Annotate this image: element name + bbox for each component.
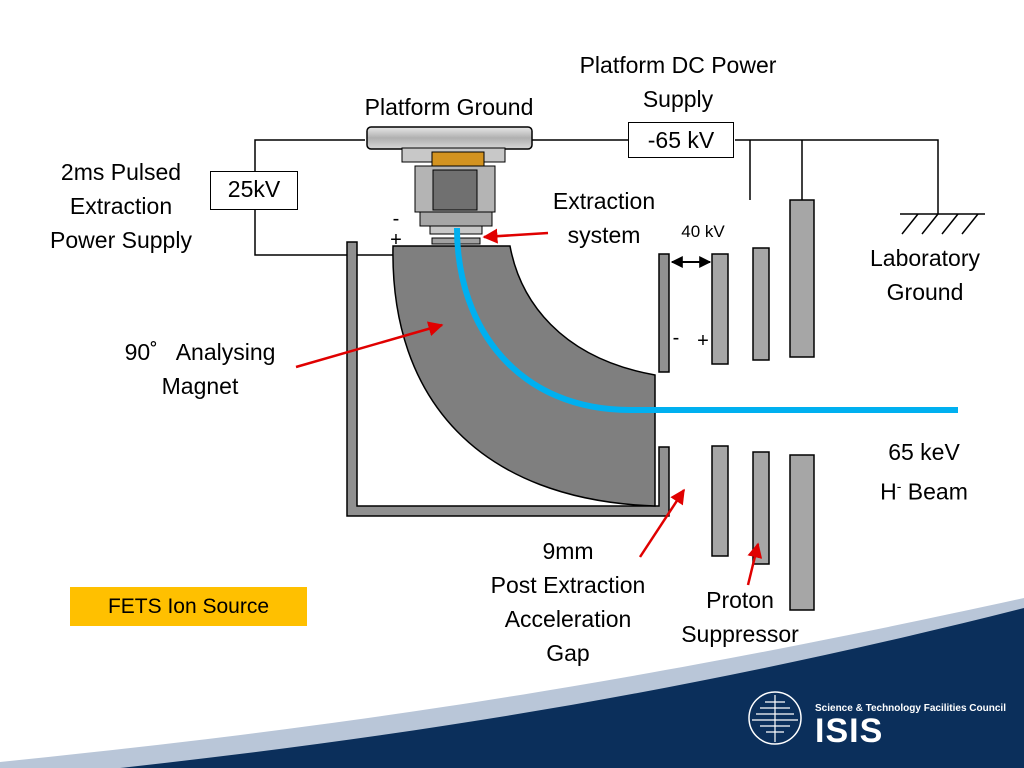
extraction-plus-sign: + — [390, 229, 402, 251]
platform-ground-plate — [366, 126, 533, 150]
magnet-housing — [346, 241, 670, 517]
gap-plus-sign: + — [697, 330, 709, 352]
suppressor-electrode-lower — [752, 451, 770, 565]
acceleration-electrode-lower — [711, 445, 729, 557]
gap-voltage-label: 40 kV — [681, 222, 725, 241]
beam-label: 65 keV H- Beam — [880, 439, 968, 505]
platform-dc-power-supply-label: Platform DC Power Supply — [579, 52, 777, 112]
h-minus-beam — [454, 227, 958, 413]
acceleration-gap-label: 9mm Post Extraction Acceleration Gap — [490, 538, 646, 666]
suppressor-electrode-upper — [752, 247, 770, 361]
annotation-arrows — [295, 228, 763, 586]
ground-electrode-upper — [789, 199, 815, 358]
ion-source-body — [401, 147, 506, 245]
isis-logo-mark — [748, 691, 802, 745]
beam-species: H — [880, 478, 897, 505]
proton-suppressor-label: Proton Suppressor — [681, 587, 799, 647]
isis-logo-text: ISIS — [815, 712, 884, 750]
circuit-wires — [254, 139, 985, 256]
pulsed-supply-box: 25kV — [210, 171, 298, 210]
stfc-council-name: Science & Technology Facilities Council — [815, 703, 1006, 714]
extraction-minus-sign: - — [392, 208, 400, 230]
acceleration-electrode-upper — [711, 253, 729, 365]
beam-word: Beam — [907, 478, 968, 505]
beam-charge: - — [896, 478, 902, 494]
ground-electrode-lower — [789, 454, 815, 611]
analysing-magnet-label: 90˚ Analysing Magnet — [124, 339, 276, 399]
platform-ground-label: Platform Ground — [364, 94, 534, 120]
extraction-system-label: Extraction system — [552, 188, 656, 248]
fets-ion-source-badge: FETS Ion Source — [70, 587, 307, 626]
dc-supply-box: -65 kV — [628, 122, 734, 158]
electrodes — [711, 199, 815, 611]
gap-minus-sign: - — [672, 327, 680, 349]
laboratory-ground-label: Laboratory Ground — [870, 245, 980, 305]
pulsed-supply-label: 2ms Pulsed Extraction Power Supply — [50, 159, 192, 253]
